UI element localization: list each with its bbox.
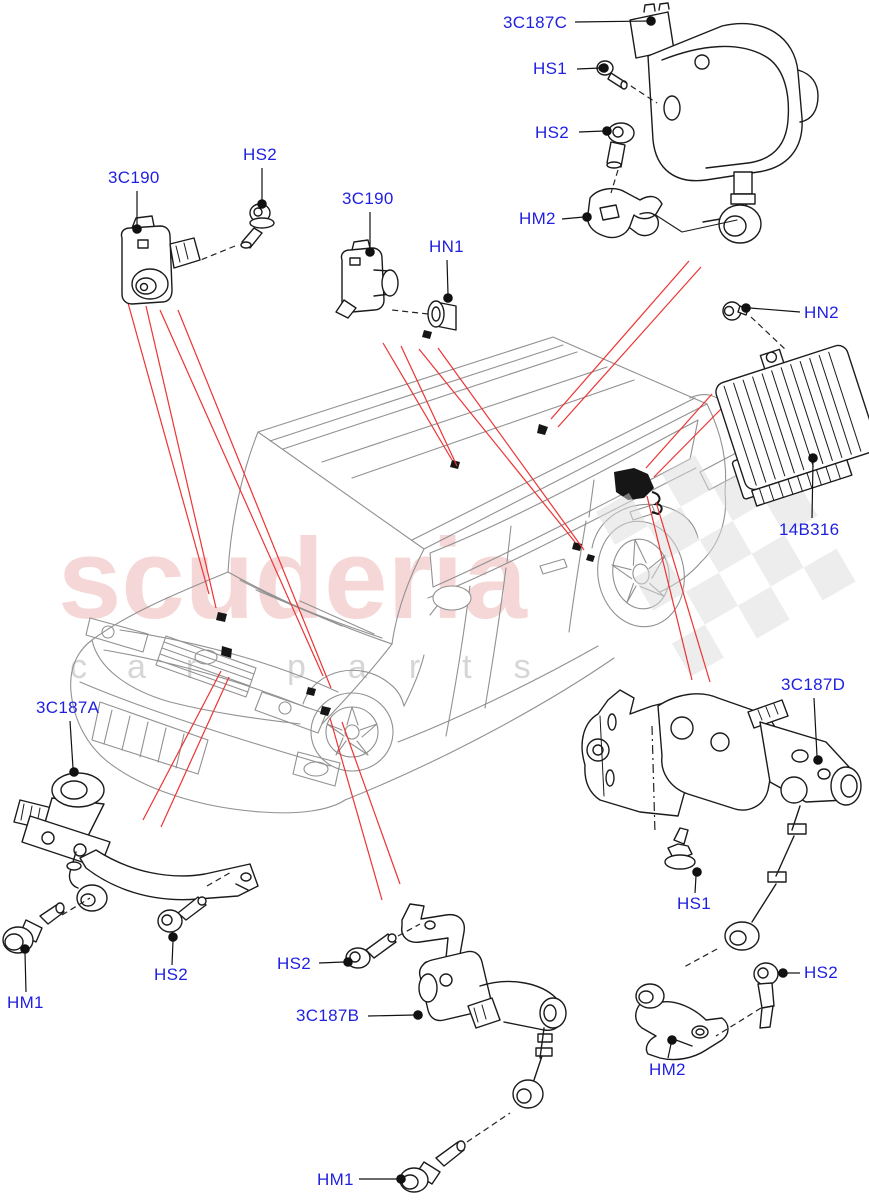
part-label-hn2: HN2	[804, 303, 839, 322]
part-label-3c187c: 3C187C	[503, 13, 568, 32]
part-hs2-bolt-bottom-right	[753, 962, 779, 1029]
part-3c187a-sensor	[13, 772, 259, 912]
part-hn1-nut	[427, 300, 457, 331]
watermark: scuderia car parts	[58, 516, 573, 686]
part-label-hn1: HN1	[429, 237, 464, 256]
red-leader-lines	[127, 260, 724, 901]
dashed-assembly-lines	[61, 74, 788, 1143]
part-hm1-bolt-bottom	[399, 1140, 466, 1193]
part-3c187b-sensor	[401, 903, 567, 1109]
part-label-hs1-top: HS1	[533, 59, 567, 78]
watermark-sub-right: parts	[287, 648, 573, 686]
part-label-14b316: 14B316	[779, 520, 840, 539]
part-label-3c187d: 3C187D	[781, 675, 846, 694]
part-label-hs2-bottom-left: HS2	[154, 965, 188, 984]
part-hm2-bracket-bottom	[635, 983, 729, 1061]
part-label-hm1-bottom: HM1	[317, 1170, 354, 1189]
part-hs2-bolt-mid	[345, 933, 397, 969]
part-14b316-module	[715, 344, 869, 507]
part-label-3c190-mid: 3C190	[342, 189, 394, 208]
part-hs2-bolt-bottom-left	[157, 896, 207, 933]
watermark-word: scuderia	[58, 516, 529, 643]
part-3c190-sensor-left	[120, 215, 201, 305]
part-label-3c187a: 3C187A	[36, 698, 100, 717]
part-hs1-bolt-bottom	[664, 827, 696, 870]
part-label-hs2-mid: HS2	[277, 954, 311, 973]
car-mount-marks	[216, 330, 663, 716]
part-label-hs1-bottom: HS1	[677, 894, 711, 913]
part-3c187d-sensor	[581, 689, 862, 951]
part-hm2-bracket-top	[586, 187, 663, 239]
part-label-hs2-top-left: HS2	[243, 145, 277, 164]
part-3c190-sensor-mid	[335, 239, 399, 319]
watermark-sub-left: car	[70, 648, 237, 686]
part-label-hs2-top: HS2	[535, 123, 569, 142]
part-label-hm2-top: HM2	[519, 209, 556, 228]
label-leader-lines	[20, 16, 823, 1184]
part-label-hm1-left: HM1	[7, 993, 44, 1012]
part-hs2-bolt-left	[240, 203, 275, 249]
part-hm1-bolt-left	[2, 902, 65, 954]
part-hn2-nut	[722, 301, 749, 321]
part-label-3c187b: 3C187B	[296, 1006, 360, 1025]
part-3c187c-sensor	[629, 2, 819, 244]
part-label-3c190-left: 3C190	[108, 168, 160, 187]
part-label-hs2-bottom-right: HS2	[804, 963, 838, 982]
part-label-hm2-bottom: HM2	[649, 1060, 686, 1079]
